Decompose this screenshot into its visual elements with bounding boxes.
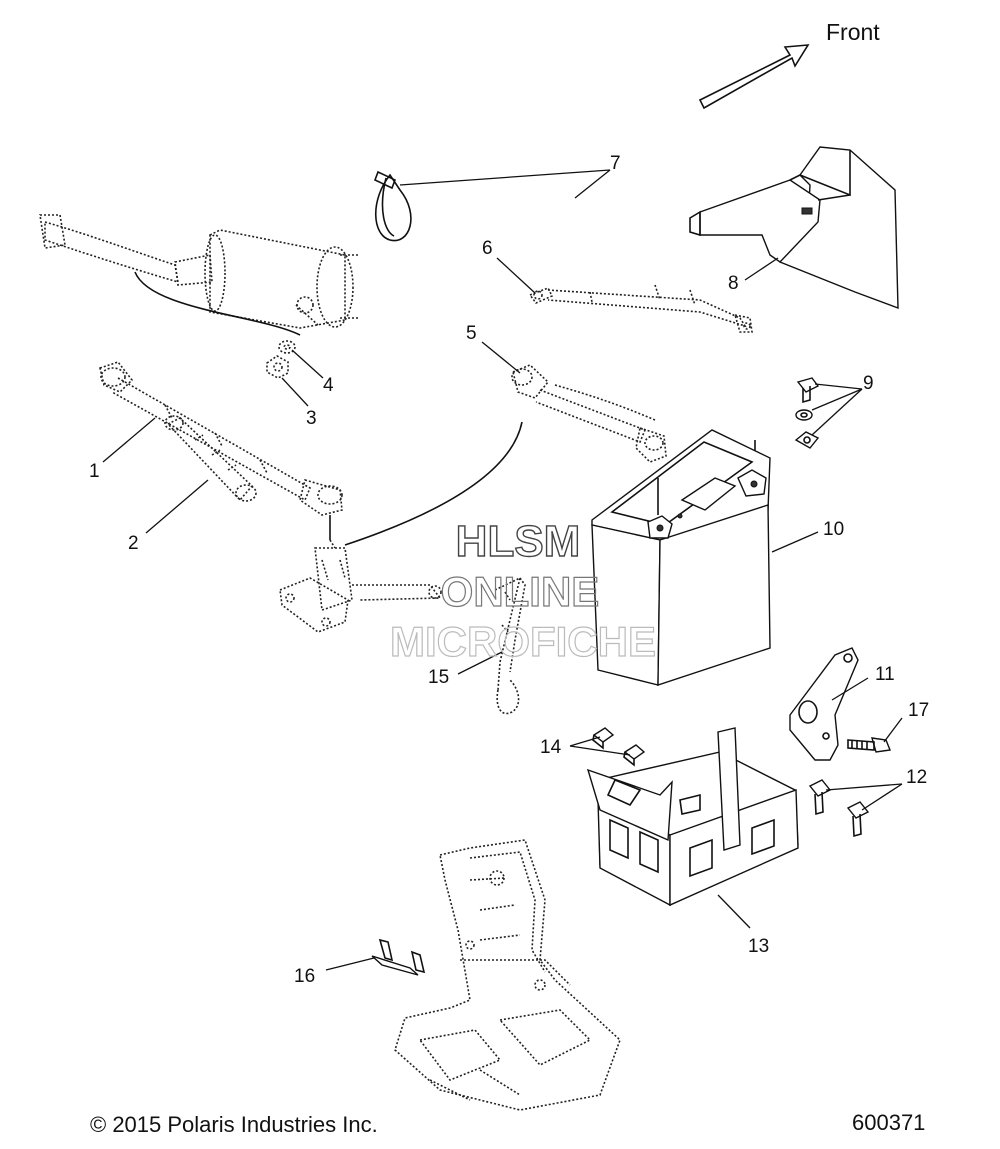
starter-wire [134, 271, 301, 336]
ground-cable-part [511, 364, 667, 463]
callout-11: 11 [875, 664, 895, 685]
battery-strap-part [494, 576, 526, 715]
skid-plate-part [394, 839, 621, 1111]
callout-3: 3 [306, 408, 317, 429]
watermark-line-2: ONLINE [441, 568, 600, 615]
callout-13: 13 [748, 936, 769, 957]
battery-part [591, 429, 771, 686]
clip-16-part [371, 938, 426, 976]
front-label: Front [826, 19, 880, 45]
callout-6: 6 [482, 238, 493, 259]
bolt-washer-nut-part [794, 377, 820, 449]
callout-14: 14 [540, 737, 562, 758]
callout-12: 12 [906, 767, 927, 788]
callout-15: 15 [428, 667, 449, 688]
washer-part [278, 340, 296, 354]
callout-numbers: 1 2 3 4 5 6 7 8 9 10 11 12 13 14 15 16 1… [89, 153, 929, 987]
starter-motor-part [39, 214, 360, 329]
bolt-17-part [847, 737, 891, 753]
starter-cable-part [99, 361, 343, 540]
watermark-line-1: HLSM [456, 517, 581, 566]
callout-4: 4 [323, 375, 334, 396]
battery-cover-part [689, 146, 899, 310]
callout-5: 5 [466, 323, 477, 344]
nut-part [266, 355, 289, 379]
bolts-12-part [808, 779, 870, 838]
battery-tray-part [586, 727, 799, 907]
callout-17: 17 [908, 700, 929, 721]
solenoid-wire [344, 421, 523, 546]
callout-16: 16 [294, 966, 315, 987]
leader-lines [102, 169, 903, 971]
front-arrow-icon [698, 44, 810, 110]
callout-2: 2 [128, 533, 139, 554]
copyright-text: © 2015 Polaris Industries Inc. [90, 1112, 378, 1137]
cable-boot-part [164, 415, 257, 502]
callout-7: 7 [610, 153, 621, 174]
callout-9: 9 [863, 373, 874, 394]
solenoid-part [279, 539, 442, 633]
callout-8: 8 [728, 273, 739, 294]
diagram-number: 600371 [852, 1110, 925, 1135]
bracket-part [789, 647, 859, 761]
nuts-14-part [592, 727, 646, 767]
cable-tie-part [373, 170, 412, 242]
callout-10: 10 [823, 519, 844, 540]
callout-1: 1 [89, 461, 100, 482]
watermark: HLSM ONLINE MICROFICHE [389, 516, 656, 665]
watermark-line-3: MICROFICHE [390, 618, 656, 665]
